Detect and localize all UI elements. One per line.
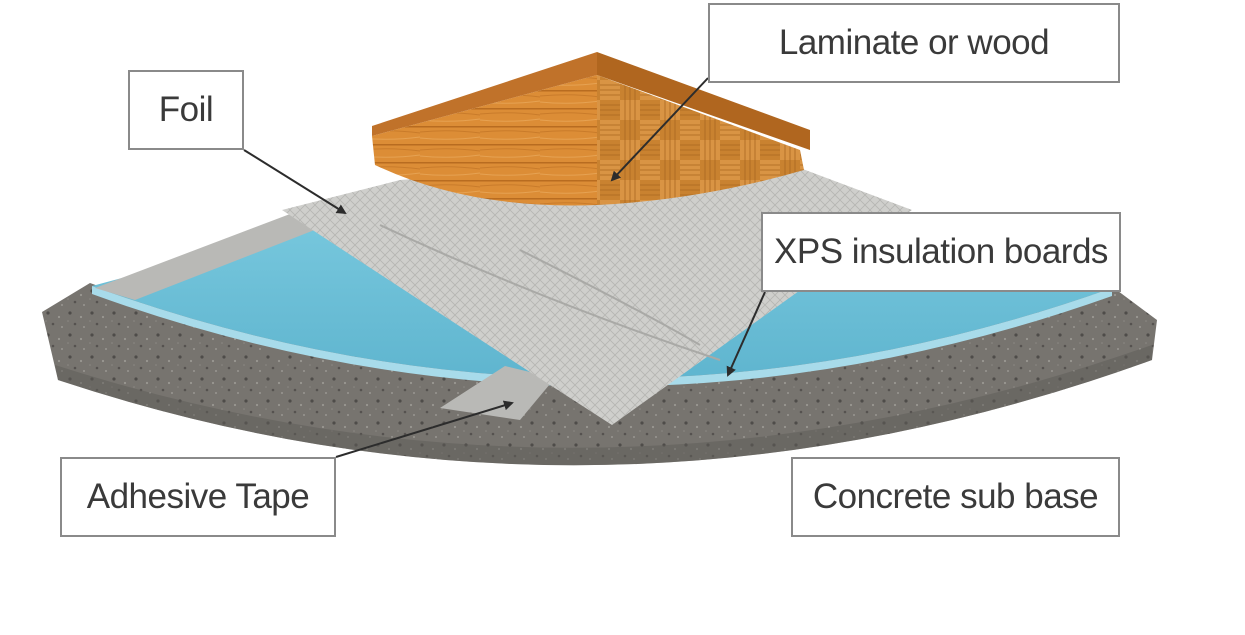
concrete-leader xyxy=(705,475,792,494)
foil-layer xyxy=(282,165,912,425)
xps-label: XPS insulation boards xyxy=(761,212,1121,292)
laminate-leader xyxy=(610,77,709,182)
laminate-label: Laminate or wood xyxy=(708,3,1120,83)
xps-leader xyxy=(726,291,766,377)
adhesive-tape-label: Adhesive Tape xyxy=(60,457,336,537)
wood-floor-layer xyxy=(372,52,810,206)
tape-leader xyxy=(335,400,514,458)
adhesive-tape-strips xyxy=(95,214,555,420)
leader-lines xyxy=(243,77,792,494)
concrete-layer xyxy=(42,283,1157,466)
foil-leader xyxy=(243,149,347,215)
foil-label: Foil xyxy=(128,70,244,150)
concrete-label: Concrete sub base xyxy=(791,457,1120,537)
